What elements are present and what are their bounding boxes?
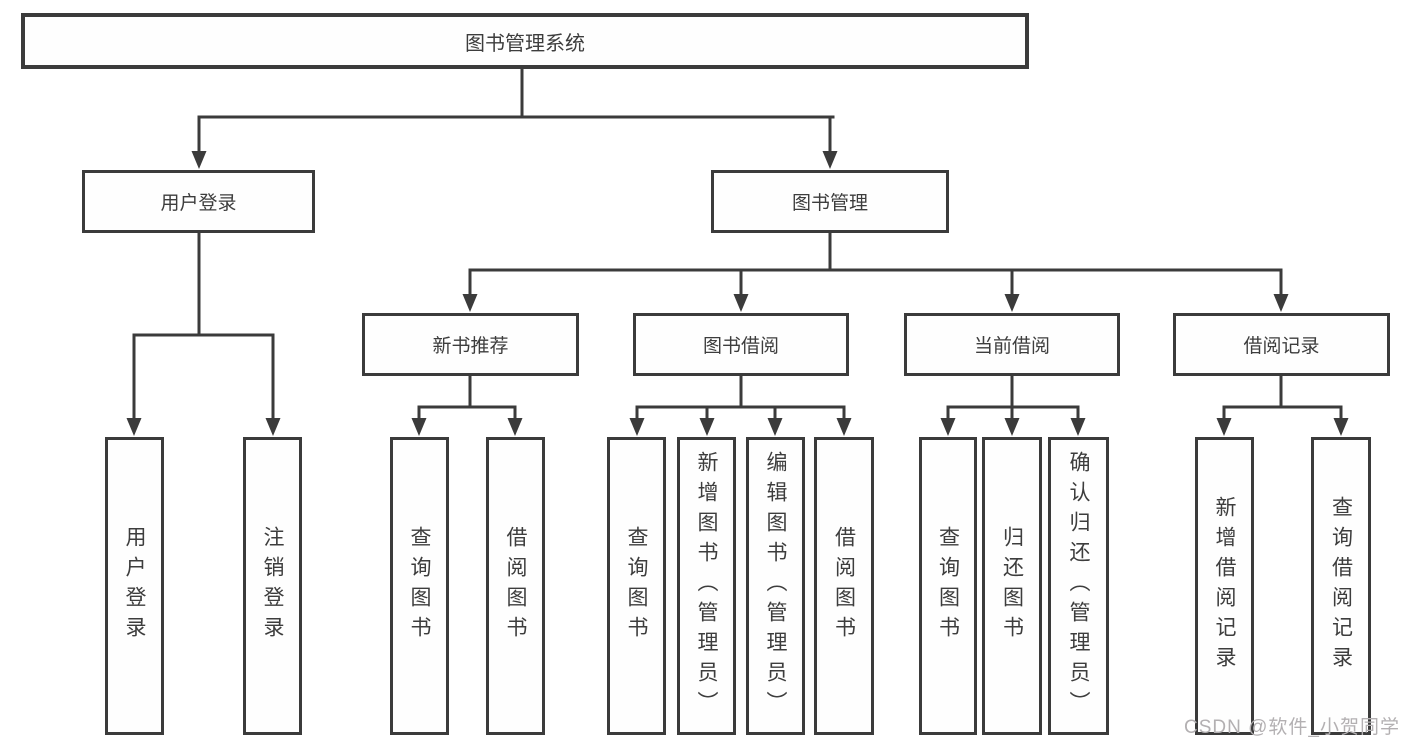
node-new-book-recommend: 新书推荐 <box>362 313 579 376</box>
leaf-query-book-borrow: 查询图书 <box>607 437 666 735</box>
leaf-logout-login-label: 注销登录 <box>261 526 284 646</box>
leaf-return-book-label: 归还图书 <box>1000 526 1024 646</box>
node-user-login-label: 用户登录 <box>160 193 237 214</box>
leaf-borrow-book: 借阅图书 <box>814 437 874 735</box>
node-new-book-recommend-label: 新书推荐 <box>432 336 509 357</box>
node-user-login: 用户登录 <box>82 170 315 233</box>
leaf-query-book-recommend: 查询图书 <box>390 437 449 735</box>
leaf-query-borrow-record: 查询借阅记录 <box>1311 437 1371 735</box>
leaf-add-book-admin-label: 新增图书（管理员） <box>695 451 718 721</box>
leaf-confirm-return-admin: 确认归还（管理员） <box>1048 437 1109 735</box>
leaf-query-book-recommend-label: 查询图书 <box>408 526 431 646</box>
leaf-borrow-book-recommend: 借阅图书 <box>486 437 545 735</box>
node-book-borrow: 图书借阅 <box>633 313 849 376</box>
leaf-query-book-current: 查询图书 <box>919 437 977 735</box>
leaf-add-borrow-record: 新增借阅记录 <box>1195 437 1254 735</box>
leaf-edit-book-admin-label: 编辑图书（管理员） <box>764 451 787 721</box>
node-borrow-records: 借阅记录 <box>1173 313 1390 376</box>
connector-lines <box>132 69 1343 420</box>
node-borrow-records-label: 借阅记录 <box>1243 336 1320 357</box>
leaf-logout-login: 注销登录 <box>243 437 302 735</box>
node-current-borrow: 当前借阅 <box>904 313 1120 376</box>
leaf-return-book: 归还图书 <box>982 437 1042 735</box>
leaf-add-borrow-record-label: 新增借阅记录 <box>1213 496 1236 676</box>
leaf-edit-book-admin: 编辑图书（管理员） <box>746 437 805 735</box>
leaf-query-book-current-label: 查询图书 <box>936 526 960 646</box>
leaf-add-book-admin: 新增图书（管理员） <box>677 437 736 735</box>
node-current-borrow-label: 当前借阅 <box>973 336 1050 357</box>
leaf-borrow-book-label: 借阅图书 <box>832 526 856 646</box>
node-book-borrow-label: 图书借阅 <box>702 336 779 357</box>
node-root: 图书管理系统 <box>21 13 1029 69</box>
leaf-query-book-borrow-label: 查询图书 <box>625 526 648 646</box>
leaf-query-borrow-record-label: 查询借阅记录 <box>1329 496 1353 676</box>
leaf-confirm-return-admin-label: 确认归还（管理员） <box>1067 451 1090 721</box>
watermark: CSDN @软件_小贺同学 <box>1184 717 1400 738</box>
node-book-management: 图书管理 <box>711 170 949 233</box>
leaf-user-login-label: 用户登录 <box>123 526 146 646</box>
leaf-user-login: 用户登录 <box>105 437 164 735</box>
node-book-management-label: 图书管理 <box>791 193 868 214</box>
node-root-label: 图书管理系统 <box>465 32 585 55</box>
leaf-borrow-book-recommend-label: 借阅图书 <box>504 526 527 646</box>
